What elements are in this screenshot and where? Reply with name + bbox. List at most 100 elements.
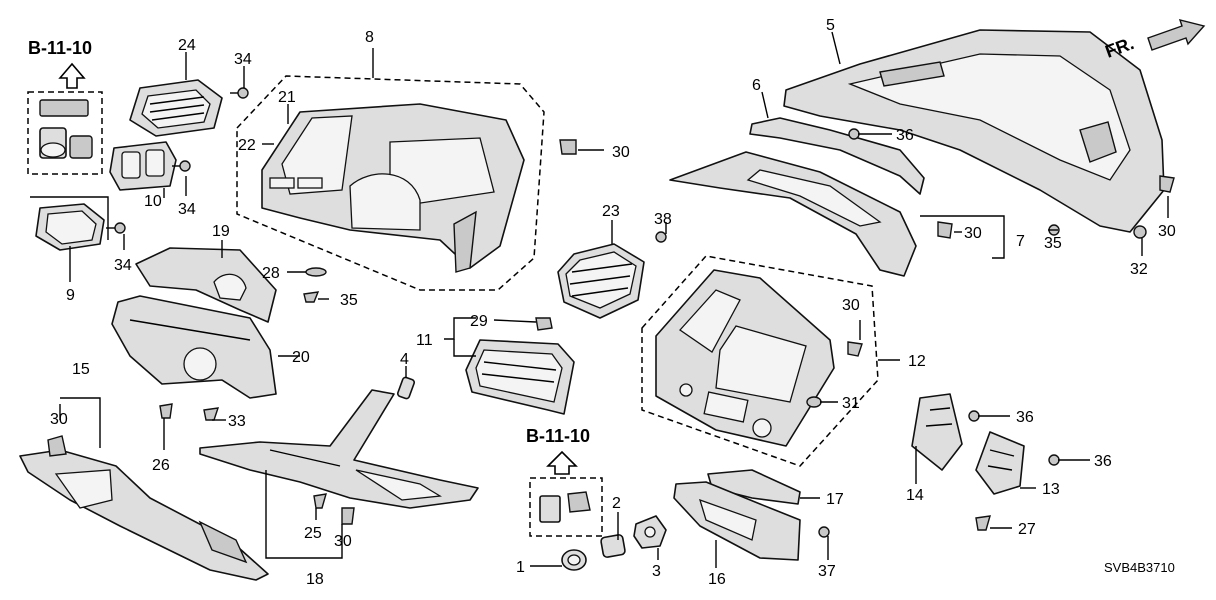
callout-8: 8	[365, 29, 374, 46]
callout-30-top: 30	[612, 144, 630, 161]
callout-20: 20	[292, 349, 310, 366]
ref-box-bottom	[529, 477, 603, 537]
diagram-code: SVB4B3710	[1104, 560, 1175, 575]
callout-34-mid: 34	[178, 201, 196, 218]
screw-27	[975, 515, 991, 531]
callout-30-floor: 30	[334, 533, 352, 550]
callout-10: 10	[144, 193, 162, 210]
part-20-lower-cover	[111, 295, 277, 399]
part-14-bracket	[911, 393, 963, 471]
screw-36-b	[1048, 454, 1060, 466]
callout-32: 32	[1130, 261, 1148, 278]
left-bracket-line	[30, 196, 109, 240]
callout-34-top: 34	[234, 51, 252, 68]
part-8-meter-panel	[261, 103, 525, 273]
callout-12: 12	[908, 353, 926, 370]
callout-numbers: 24 34 8 21 22 10 34 9 34 19 28 35 20 33 …	[50, 17, 1176, 588]
clip-30-garnish	[937, 221, 953, 239]
callout-33: 33	[228, 413, 246, 430]
part-16-glove-box	[673, 481, 801, 561]
callout-30-garnish: 30	[964, 225, 982, 242]
screw-38	[655, 231, 667, 243]
callout-16: 16	[708, 571, 726, 588]
screw-26	[159, 403, 173, 419]
leader-lines	[59, 31, 1169, 568]
part-10-switch	[109, 141, 177, 191]
front-arrow: FR.	[1103, 19, 1206, 62]
callout-7: 7	[1016, 233, 1025, 250]
callout-25: 25	[304, 525, 322, 542]
part-13-bracket	[975, 431, 1025, 495]
screw-37	[818, 526, 830, 538]
callout-5: 5	[826, 17, 835, 34]
callout-28: 28	[262, 265, 280, 282]
ref-label-top: B-11-10	[28, 38, 92, 58]
callout-23: 23	[602, 203, 620, 220]
callout-36-b: 36	[1094, 453, 1112, 470]
callout-35-right: 35	[1044, 235, 1062, 252]
callout-30-right: 30	[1158, 223, 1176, 240]
callout-36-a: 36	[1016, 409, 1034, 426]
part-11-pocket	[465, 339, 575, 415]
ref-arrow-bottom	[546, 450, 578, 475]
callout-6: 6	[752, 77, 761, 94]
ref-part-switch	[39, 99, 89, 117]
callout-37: 37	[818, 563, 836, 580]
callout-35-left: 35	[340, 292, 358, 309]
callout-31: 31	[842, 395, 860, 412]
callout-3: 3	[652, 563, 661, 580]
ref-arrow-top	[58, 62, 86, 89]
callout-4: 4	[400, 351, 409, 368]
part-23-vent	[557, 243, 645, 319]
screw-28	[305, 267, 327, 277]
ref-part-knob-face	[40, 142, 66, 158]
part-24-vent	[129, 79, 223, 137]
clip-30-panel	[847, 341, 863, 357]
ref-group-top-left: B-11-10	[27, 38, 103, 175]
part-15-console	[19, 449, 269, 581]
screw-33	[203, 407, 220, 421]
part-12-center-panel	[655, 269, 835, 447]
callout-34-left: 34	[114, 257, 132, 274]
part-1-socket	[561, 549, 587, 571]
screw-34-a	[230, 87, 249, 99]
clip-30-right	[1159, 175, 1175, 193]
screw-34-b	[172, 160, 191, 172]
callout-26: 26	[152, 457, 170, 474]
part-2-socket	[600, 534, 626, 558]
screw-36-a	[968, 410, 980, 422]
part-19-column-cover	[135, 247, 277, 323]
callout-2: 2	[612, 495, 621, 512]
part-3-bracket	[633, 515, 667, 549]
callout-18: 18	[306, 571, 324, 588]
part-9-vent	[35, 203, 105, 251]
screw-36-top	[848, 128, 860, 140]
clip-29	[535, 317, 553, 331]
front-indicator-text: FR.	[1103, 33, 1137, 62]
clip-30-console	[47, 435, 67, 457]
callout-38: 38	[654, 211, 672, 228]
callout-27: 27	[1018, 521, 1036, 538]
part-7-garnish	[669, 151, 917, 277]
part-6-strip	[749, 117, 925, 195]
callout-14: 14	[906, 487, 924, 504]
clip-30-top	[559, 139, 577, 155]
ref-group-bottom: B-11-10	[526, 426, 603, 537]
callout-13: 13	[1042, 481, 1060, 498]
screw-34-c	[106, 222, 126, 234]
part-18-bracket	[199, 389, 479, 509]
callout-11: 11	[416, 332, 433, 349]
callout-15: 15	[72, 361, 90, 378]
part-12-dashed-frame	[641, 255, 879, 467]
callout-21: 21	[278, 89, 296, 106]
callout-9: 9	[66, 287, 75, 304]
clip-31	[806, 396, 822, 408]
ref-label-bottom: B-11-10	[526, 426, 590, 446]
screw-35-a	[303, 291, 320, 303]
callout-1: 1	[516, 559, 525, 576]
callout-17: 17	[826, 491, 844, 508]
callout-36-top: 36	[896, 127, 914, 144]
callout-22: 22	[238, 137, 256, 154]
